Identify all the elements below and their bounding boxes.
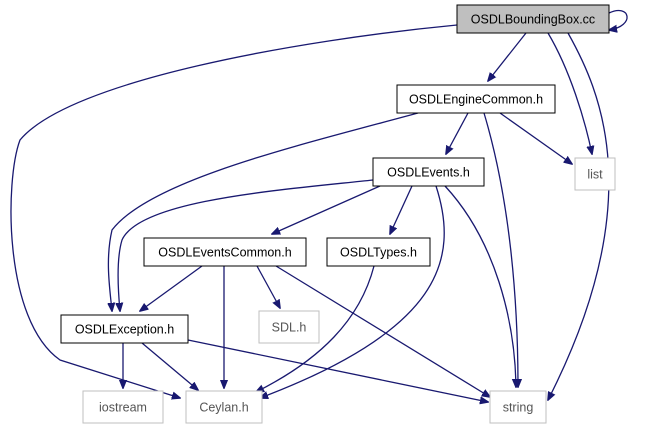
node-box-types — [326, 237, 431, 267]
edge-events-to-ceylan — [260, 185, 445, 398]
node-label-evcommon: OSDLEventsCommon.h — [158, 246, 291, 260]
node-string: string — [489, 390, 547, 424]
edge-types-to-ceylan — [256, 265, 375, 392]
edge-exception-to-string — [187, 339, 488, 402]
edge-bbox-to-engine — [488, 32, 527, 81]
node-box-string — [489, 390, 547, 424]
edge-engine-to-string — [483, 112, 518, 387]
node-label-exception: OSDLException.h — [75, 323, 174, 337]
edges-layer — [10, 10, 628, 402]
node-label-sdl: SDL.h — [272, 321, 307, 335]
edge-bbox-to-ceylan — [10, 24, 458, 398]
node-label-iostream: iostream — [99, 401, 147, 415]
node-list: list — [574, 157, 616, 191]
node-label-ceylan: Ceylan.h — [199, 401, 248, 415]
node-box-ceylan — [185, 390, 263, 424]
node-box-evcommon — [143, 237, 307, 267]
edge-evcommon-to-sdl — [256, 265, 280, 308]
edge-exception-to-ceylan — [141, 342, 198, 390]
edge-events-to-string — [444, 185, 516, 387]
node-ceylan: Ceylan.h — [185, 390, 263, 424]
node-label-types: OSDLTypes.h — [340, 246, 417, 260]
edge-bbox-to-string — [548, 32, 610, 400]
edge-events-to-exception — [118, 179, 374, 311]
edge-evcommon-to-exception — [140, 265, 203, 311]
edge-bbox-to-list — [547, 32, 592, 154]
edge-bbox-to-bbox — [609, 10, 628, 30]
node-events[interactable]: OSDLEvents.h — [372, 157, 485, 187]
node-bbox[interactable]: OSDLBoundingBox.cc — [456, 4, 610, 34]
node-sdl: SDL.h — [258, 310, 320, 344]
edge-engine-to-events — [446, 112, 469, 154]
node-box-bbox — [456, 4, 610, 34]
node-label-engine: OSDLEngineCommon.h — [409, 93, 543, 107]
node-engine[interactable]: OSDLEngineCommon.h — [396, 84, 556, 114]
node-label-events: OSDLEvents.h — [387, 166, 470, 180]
node-box-sdl — [258, 310, 320, 344]
edge-engine-to-exception — [108, 112, 419, 311]
node-label-list: list — [587, 168, 603, 182]
node-label-string: string — [503, 401, 534, 415]
node-label-bbox: OSDLBoundingBox.cc — [471, 13, 595, 27]
node-box-exception — [60, 314, 189, 344]
edge-evcommon-to-string — [275, 265, 490, 397]
node-exception[interactable]: OSDLException.h — [60, 314, 189, 344]
edge-events-to-types — [390, 185, 413, 234]
node-box-engine — [396, 84, 556, 114]
edge-engine-to-list — [499, 112, 572, 164]
node-box-list — [574, 157, 616, 191]
edge-events-to-evcommon — [272, 185, 381, 234]
node-box-iostream — [82, 390, 164, 424]
node-evcommon[interactable]: OSDLEventsCommon.h — [143, 237, 307, 267]
node-types[interactable]: OSDLTypes.h — [326, 237, 431, 267]
node-iostream: iostream — [82, 390, 164, 424]
node-box-events — [372, 157, 485, 187]
